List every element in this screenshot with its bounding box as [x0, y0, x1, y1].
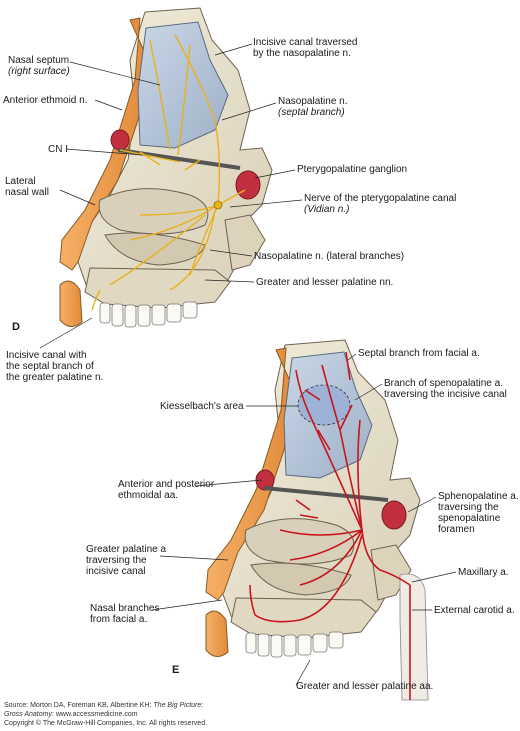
- label-incisive-canal-gp-line3: the greater palatine n.: [6, 372, 104, 383]
- source-prefix: Source: Morton DA, Foreman KB, Albertine…: [4, 702, 154, 709]
- source-book2: Gross Anatomy: [4, 711, 52, 718]
- label-gp-incisive-line1: Greater palatine a: [86, 544, 167, 555]
- source-line-1: Source: Morton DA, Foreman KB, Albertine…: [4, 701, 207, 710]
- panel-d-conchae: [98, 188, 209, 235]
- panel-e-illustration: [205, 339, 429, 701]
- panel-e-sphenoid-sinus: [381, 500, 407, 530]
- label-lateral-nasal-wall: Lateral nasal wall: [5, 176, 49, 198]
- label-incisive-canal-gp-line1: Incisive canal with: [6, 350, 87, 361]
- label-greater-palatine-incisive: Greater palatine a traversing the incisi…: [86, 544, 166, 577]
- label-pterygopalatine-ganglion: Pterygopalatine ganglion: [297, 164, 408, 175]
- label-gp-incisive-line2: traversing the: [86, 555, 147, 566]
- panel-d-lip: [59, 280, 83, 327]
- label-nasal-branches-facial: Nasal branches from facial a.: [90, 603, 159, 625]
- label-nasopalatine-septal-line2: (septal branch): [278, 107, 345, 118]
- label-lateral-nasal-wall-line2: nasal wall: [5, 187, 49, 198]
- label-vidian-line1: Nerve of the pterygopalatine canal: [304, 193, 457, 204]
- label-sphenopalatine-branch: Branch of spenopalatine a. traversing th…: [384, 378, 507, 400]
- panel-d-pterygopalatine-ganglion: [213, 200, 223, 210]
- label-incisive-canal-gp-line2: the septal branch of: [6, 361, 94, 372]
- label-cn1: CN I: [48, 144, 68, 155]
- label-sphenopalatine-line4: foramen: [438, 524, 475, 535]
- panel-d-nasal-front: [59, 17, 149, 271]
- label-nasal-branches-line2: from facial a.: [90, 614, 148, 625]
- label-vidian-line2: (Vidian n.): [304, 204, 350, 215]
- panel-e-arteries: [249, 351, 411, 700]
- panel-e-letter: E: [172, 664, 180, 676]
- label-maxillary-artery: Maxillary a.: [458, 567, 509, 578]
- label-nasopalatine-lateral: Nasopalatine n. (lateral branches): [254, 251, 405, 262]
- panel-d-nasal-septum: [137, 21, 229, 149]
- label-kiesselbach-area: Kiesselbach's area: [160, 401, 244, 412]
- label-greater-lesser-palatine-aa: Greater and lesser palatine aa.: [296, 681, 434, 692]
- label-ant-post-ethmoidal-line2: ethmoidal aa.: [118, 490, 179, 501]
- label-spheno-branch-line2: traversing the incisive canal: [384, 389, 507, 400]
- label-sphenopalatine-line1: Sphenopalatine a.: [438, 491, 519, 502]
- label-lateral-nasal-wall-line1: Lateral: [5, 176, 36, 187]
- label-nasopalatine-septal: Nasopalatine n. (septal branch): [278, 96, 348, 118]
- label-nasal-septum: Nasal septum (right surface): [8, 55, 70, 77]
- label-sphenopalatine-line3: spenopalatine: [438, 513, 501, 524]
- panel-e-teeth: [245, 631, 344, 658]
- label-nasal-septum-line1: Nasal septum: [8, 55, 70, 66]
- label-septal-branch-facial: Septal branch from facial a.: [358, 348, 480, 359]
- label-ant-post-ethmoidal: Anterior and posterior ethmoidal aa.: [118, 479, 214, 501]
- label-vidian-nerve: Nerve of the pterygopalatine canal (Vidi…: [304, 193, 456, 215]
- label-nasal-branches-line1: Nasal branches: [90, 603, 160, 614]
- label-nasopalatine-septal-line1: Nasopalatine n.: [278, 96, 348, 107]
- label-anterior-ethmoid: Anterior ethmoid n.: [3, 95, 88, 106]
- source-copyright: Copyright © The McGraw-Hill Companies, I…: [4, 720, 208, 727]
- panel-e-lip: [205, 610, 229, 657]
- label-incisive-canal-np-line1: Incisive canal traversed: [253, 37, 358, 48]
- label-sphenopalatine-artery: Sphenopalatine a. traversing the spenopa…: [438, 491, 519, 535]
- label-sphenopalatine-line2: traversing the: [438, 502, 499, 513]
- label-greater-lesser-palatine-nn: Greater and lesser palatine nn.: [256, 277, 394, 288]
- source-url: : www.accessmedicine.com: [51, 711, 138, 718]
- label-incisive-canal-nasopalatine: Incisive canal traversed by the nasopala…: [253, 37, 358, 59]
- label-spheno-branch-line1: Branch of spenopalatine a.: [384, 378, 503, 389]
- panel-d-frontal-sinus: [110, 129, 130, 151]
- panel-d-sphenoid-sinus: [235, 170, 261, 200]
- panel-e-conchae: [244, 518, 355, 565]
- source-citation: Source: Morton DA, Foreman KB, Albertine…: [4, 701, 207, 728]
- label-gp-incisive-line3: incisive canal: [86, 566, 146, 577]
- source-book: The Big Picture:: [153, 702, 204, 709]
- label-nasal-septum-line2: (right surface): [8, 66, 70, 77]
- panel-d-illustration: [59, 7, 273, 328]
- panel-d-teeth: [99, 301, 198, 328]
- panel-d-maxilla: [84, 267, 231, 309]
- label-incisive-canal-greater-palatine: Incisive canal with the septal branch of…: [6, 350, 103, 383]
- kiesselbach-area-outline: [297, 384, 351, 426]
- panel-e-nasal-front: [205, 347, 295, 601]
- panel-d-nerves: [91, 34, 246, 311]
- panel-d-letter: D: [12, 321, 20, 333]
- label-external-carotid: External carotid a.: [434, 605, 515, 616]
- label-ant-post-ethmoidal-line1: Anterior and posterior: [118, 479, 215, 490]
- source-line-2: Gross Anatomy: www.accessmedicine.com: [4, 710, 207, 719]
- label-incisive-canal-np-line2: by the nasopalatine n.: [253, 48, 351, 59]
